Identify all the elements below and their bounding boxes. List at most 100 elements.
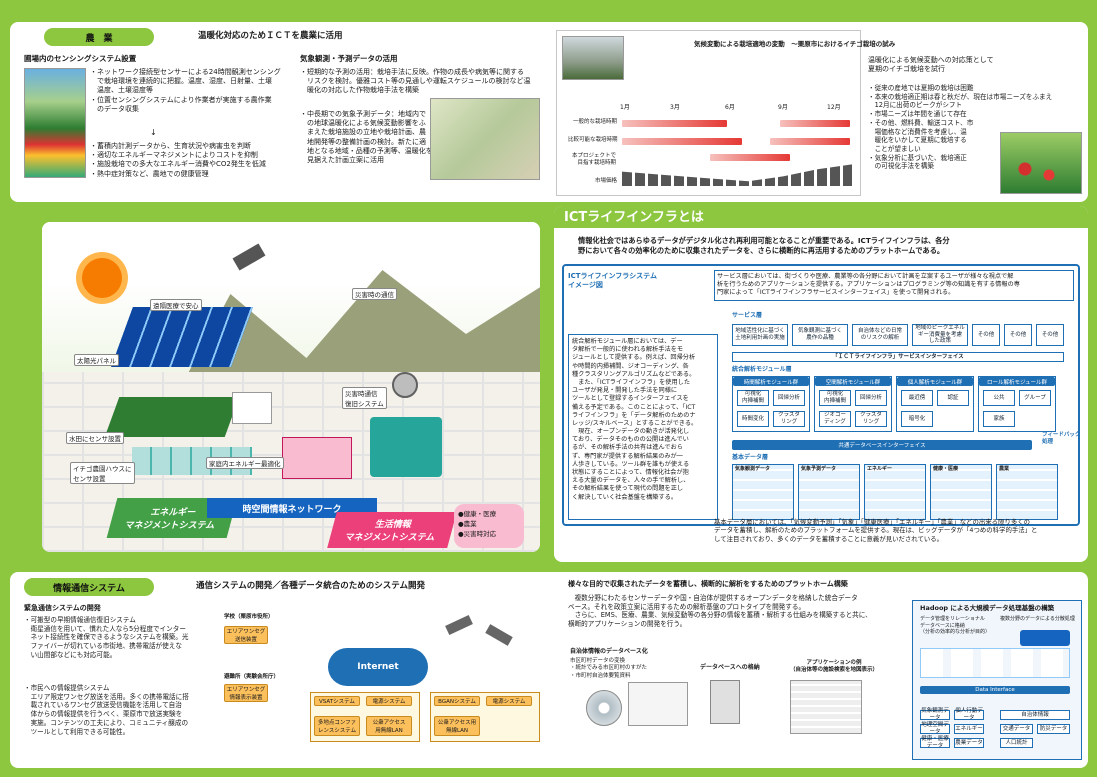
bottom-data-box: 交通データ	[1000, 724, 1033, 734]
ict-text-panel: ICTライフインフラとは 情報化社会ではあらゆるデータがデジタル化され再利用可能…	[554, 206, 1088, 562]
season-bar	[710, 154, 790, 161]
row-label-3: 本プロジェクトで 目指す栽培時期	[572, 153, 617, 167]
bottom-data-box: 自治体情報	[1000, 710, 1070, 720]
power-system: 電源システム	[366, 696, 412, 706]
service-layer-label: サービス層	[732, 312, 763, 319]
step-note: 市区町村データの変換 ・統計でみる市区町村のすがた ・市町村自治体要覧資料	[570, 658, 648, 679]
label-solar: 太陽光パネル	[74, 354, 119, 366]
data-group-label: 健康・医療	[933, 466, 959, 472]
module-group-personal: 個人解析モジュール群 最近傍 認証 暗号化	[896, 376, 974, 432]
data-center	[370, 417, 442, 477]
hadoop-title: Hadoop による大規模データ処理基盤の構築	[920, 604, 1055, 612]
feedback-label: フィードバック 処理	[1042, 432, 1081, 446]
chart-title: 気候変動による栽培適地の変動 ～栗原市におけるイチゴ栽培の試み	[694, 40, 896, 48]
service-box: その他	[972, 324, 1000, 346]
field-sensor-image	[24, 68, 86, 178]
hospital	[232, 392, 272, 424]
service-interface: 「ＩＣＴライフインフラ」サービスインターフェイス	[732, 352, 1064, 362]
service-box: 自治体などの日常 のリスクの解析	[852, 324, 908, 346]
module-item: 回帰分析	[773, 390, 805, 406]
month-9: 9月	[778, 104, 788, 111]
data-layer-label: 基本データ層	[732, 454, 769, 461]
sensing-body: ・ネットワーク接続型センサーによる24時間観測センシング で栽培環境を連続的に把…	[90, 68, 281, 113]
service-box: その他	[1036, 324, 1064, 346]
comm-panel: 情報通信システム 通信システムの開発／各種データ統合のためのシステム開発 緊急通…	[10, 572, 1088, 768]
module-group-title: ロール解析モジュール群	[979, 377, 1055, 386]
data-interface: 共通データベースインターフェイス	[732, 440, 1032, 450]
satellite-icon	[485, 624, 513, 646]
emergency-body: ・可搬型の早期情報通信復旧システム 衛星通信を用いて、慣れた人なら5分程度でイン…	[24, 616, 189, 659]
internet-cloud: Internet	[328, 648, 428, 686]
sun-icon	[82, 258, 122, 298]
service-box: その他	[1004, 324, 1032, 346]
bottom-data-box: 個人行動データ	[954, 708, 984, 721]
life-system-ribbon: 生活情報 マネジメントシステム	[327, 512, 457, 548]
right-body: ・従来の産地では夏期の栽培は困難 ・本来の栽培適正期は春と秋だが、現在は市場ニー…	[868, 84, 1053, 171]
row-label-1: 一般的な栽培時期	[573, 119, 618, 125]
data-group-label: 農業	[999, 466, 1010, 472]
right-top: 温暖化による気候変動への対応策として 夏期のイチゴ栽培を試行	[868, 56, 994, 74]
module-item: クラスタ リング	[855, 411, 887, 427]
bottom-data-box: 人口統計	[1000, 738, 1033, 748]
bubble-health: ●健康・医療	[458, 510, 497, 518]
public-wlan: 公衆アクセス用 無線LAN	[434, 716, 480, 736]
strawberry-chart-frame	[556, 30, 861, 196]
weather-body2: ・中長期での気象予測データ：地域内で の地球温暖化による気候変動影響をふ まえた…	[300, 110, 433, 165]
weather-map-image	[430, 98, 540, 180]
module-group-title: 時間解析モジュール群	[733, 377, 809, 386]
module-item: ジオコー ディング	[819, 411, 851, 427]
bottom-data-box: 地理空間データ	[920, 722, 950, 735]
month-3: 3月	[670, 104, 680, 111]
satellite-icon	[445, 614, 473, 636]
month-6: 6月	[725, 104, 735, 111]
month-1: 1月	[620, 104, 630, 111]
module-item: 暗号化	[901, 411, 933, 427]
emergency-title: 緊急通信システムの開発	[24, 604, 101, 612]
module-item: 時間変化	[737, 411, 769, 427]
data-interface-bar: Data Interface	[920, 686, 1070, 694]
module-item: グループ	[1019, 390, 1051, 406]
agri-badge: 農 業	[44, 28, 154, 46]
service-box: 地域のピークエネル ギー消費量を考慮 した政策	[912, 324, 968, 346]
module-item: 可視化 内挿補間	[819, 390, 851, 406]
bubble-disaster: ●災害時対応	[458, 530, 497, 538]
data-group-label: エネルギー	[867, 466, 893, 472]
service-note: サービス層においては、街づくりや医療、農業等の各分野において計画を立案するユーザ…	[714, 270, 1074, 301]
hadoop-item: 複数分野のデータによる分散処理	[1000, 616, 1075, 622]
module-group-time: 時間解析モジュール群 可視化 内挿補間 回帰分析 時間変化 クラスタ リング	[732, 376, 810, 432]
bottom-data-box: 防災データ	[1037, 724, 1070, 734]
ict-title-bar	[554, 206, 1088, 228]
bottom-data-box: 気象観測データ	[920, 708, 950, 721]
hadoop-db-icons	[920, 648, 1070, 678]
module-group-title: 個人解析モジュール群	[897, 377, 973, 386]
row-label-4: 市場価格	[595, 178, 618, 184]
bottom-data-box: 健康・医療データ	[920, 736, 950, 749]
cd-icon	[586, 690, 622, 726]
solar-panel	[111, 307, 253, 367]
module-item: 家族	[983, 411, 1015, 427]
vsat-system: VSATシステム	[314, 696, 360, 706]
network-ribbon: 時空間情報ネットワーク	[207, 498, 377, 518]
data-group: 気象予測データ	[798, 464, 860, 520]
label-remote-medicine: 遠隔医療で安心	[150, 299, 202, 311]
analysis-note: 統合解析モジュール層においては、デー タ解析で一般的に使われる解析手法をモ ジュ…	[568, 334, 718, 520]
label-disaster-comm: 災害時の通信	[352, 288, 397, 300]
bottom-data-box: 農業データ	[954, 738, 984, 748]
step-app: アプリケーションの例 （自治体等の施設検索を地図表示）	[790, 660, 879, 674]
step-db: 自治体情報のデータベース化	[570, 648, 648, 655]
label-paddy-sensor: 水田にセンサ設置	[66, 432, 124, 444]
weather-body: ・短期的な予測の活用：栽培手法に反映。作物の成長や病気等に関する リスクを検討。…	[300, 68, 531, 95]
module-item: 可視化 内挿補間	[737, 390, 769, 406]
platform-title: 様々な目的で収集されたデータを蓄積し、横断的に解析をするためのプラットホーム構築	[568, 580, 848, 588]
module-group-role: ロール解析モジュール群 公共 グループ 家族	[978, 376, 1056, 432]
ict-image-title: ICTライフインフラシステム イメージ図	[568, 272, 657, 290]
comm-title: 通信システムの開発／各種データ統合のためのシステム開発	[196, 581, 425, 591]
label-home-energy: 家庭内エネルギー最適化	[206, 457, 284, 469]
power-system: 電源システム	[486, 696, 532, 706]
label-disaster-recovery: 災害時通信 復旧システム	[342, 387, 387, 409]
weather-title: 気象観測・予測データの活用	[300, 54, 398, 63]
sensing-arrow: ↓	[150, 128, 157, 137]
bubble-agri: ●農業	[458, 520, 477, 528]
month-12: 12月	[827, 104, 841, 111]
db-screen	[628, 682, 688, 726]
